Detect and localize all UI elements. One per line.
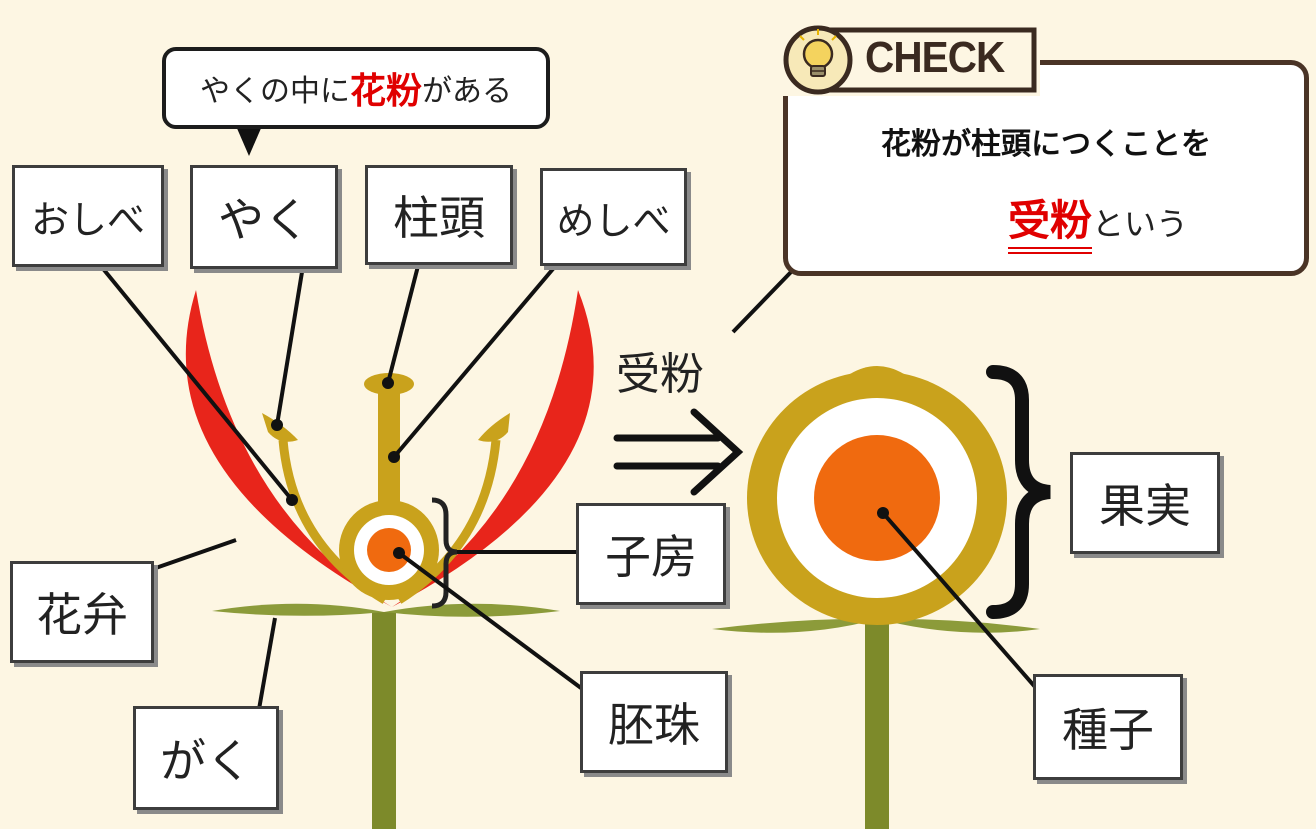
label-seed: 種子: [1033, 674, 1183, 780]
label-sepal: がく: [133, 706, 279, 810]
check-suffix: という: [1092, 205, 1189, 243]
leader-stigma: [386, 265, 420, 384]
check-title-tab: CHECK: [778, 24, 1040, 96]
bubble-prefix: やくの中に: [199, 74, 350, 109]
fruit-sepal-left: [712, 618, 878, 633]
label-stigma: 柱頭: [365, 165, 513, 265]
check-line1: 花粉が柱頭につくことを: [881, 127, 1211, 162]
left-sepal: [212, 603, 384, 616]
dot-stigma: [382, 377, 394, 389]
label-ovary: 子房: [576, 503, 726, 605]
leader-stamen: [98, 263, 294, 502]
dot-anther: [271, 419, 283, 431]
dot-seed: [877, 507, 889, 519]
leader-check: [731, 270, 793, 334]
right-anther: [478, 413, 510, 442]
anther-note-bubble: やくの中に花粉がある: [162, 47, 550, 129]
fruit-tip: [850, 366, 904, 374]
fruit-sepal-right: [878, 618, 1040, 633]
leader-anther: [275, 271, 304, 426]
right-sepal: [384, 603, 560, 617]
leader-seed: [881, 511, 1038, 690]
label-stamen: おしべ: [12, 165, 164, 267]
label-pistil: めしべ: [540, 168, 687, 266]
right-petal: [392, 290, 594, 607]
pollination-label: 受粉: [616, 349, 704, 400]
label-ovule: 胚珠: [580, 671, 728, 773]
fruit-brace: [986, 365, 1051, 619]
leader-ovule: [397, 551, 583, 690]
dot-ovule: [393, 547, 405, 559]
label-fruit: 果実: [1070, 452, 1220, 554]
left-petal: [185, 290, 392, 607]
fruit-stem: [865, 612, 889, 829]
style-shape: [378, 384, 400, 510]
check-term: 受粉: [1008, 196, 1093, 254]
bubble-suffix: がある: [422, 74, 512, 109]
process-arrow: [613, 408, 744, 496]
flower-stem: [372, 612, 396, 829]
check-title: CHECK: [865, 33, 1005, 82]
seed-shape: [814, 435, 940, 561]
label-petal: 花弁: [10, 561, 154, 663]
ovule-shape: [367, 528, 411, 572]
bubble-tail: [236, 126, 262, 156]
check-box: 花粉が柱頭につくことを 受粉という: [783, 60, 1309, 276]
label-anther: やく: [190, 165, 338, 269]
leader-petal: [149, 538, 237, 572]
leader-sepal: [256, 617, 277, 716]
bubble-highlight: 花粉: [349, 71, 422, 112]
leader-pistil: [392, 261, 560, 459]
check-line2: 受粉という: [1008, 187, 1189, 254]
leader-lines: [98, 261, 1038, 716]
dot-pistil: [388, 451, 400, 463]
lightbulb-icon: [783, 25, 1037, 95]
dot-stamen: [286, 494, 298, 506]
